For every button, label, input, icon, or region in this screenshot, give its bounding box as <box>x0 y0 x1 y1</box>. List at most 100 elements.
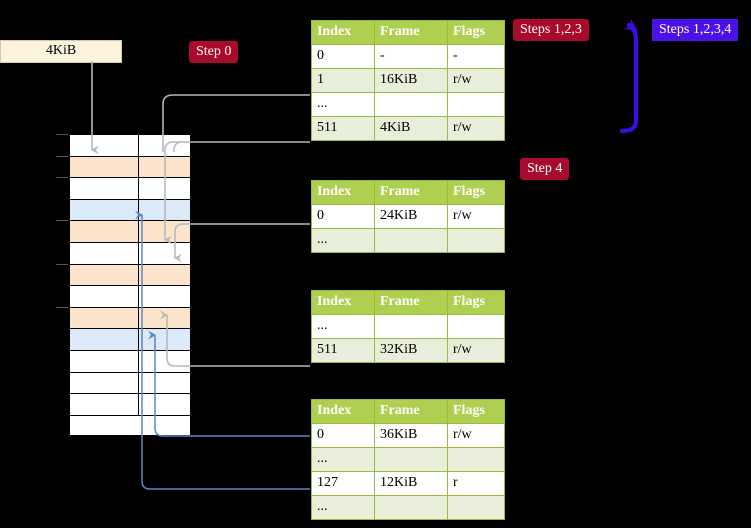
memory-frame-row <box>70 242 190 264</box>
memory-frame-row <box>70 285 190 307</box>
table-row: ... <box>311 92 505 117</box>
memory-frame-row <box>70 328 190 350</box>
cell-flags <box>447 447 505 472</box>
cell-flags: - <box>447 44 505 69</box>
memory-column-divider <box>138 134 139 415</box>
cell-flags: r/w <box>447 423 505 448</box>
memory-frame-row <box>70 371 190 394</box>
wire-t2-0-to-mem <box>174 223 310 263</box>
badge-step0: Step 0 <box>189 41 239 63</box>
badge-steps1234-label: Steps 1,2,3,4 <box>659 22 732 37</box>
memory-frame-row <box>70 198 190 221</box>
cell-flags: r/w <box>447 116 505 141</box>
cell-flags <box>447 92 505 117</box>
table-row: 0-- <box>311 44 505 69</box>
cell-flags: r/w <box>447 68 505 93</box>
memory-frame-row <box>70 263 190 286</box>
cell-index: 1 <box>311 68 375 93</box>
cell-frame <box>374 495 448 520</box>
cell-frame: 4KiB <box>374 116 448 141</box>
memory-frame-row <box>70 155 190 178</box>
cell-frame <box>374 447 448 472</box>
badge-step4: Step 4 <box>520 158 570 180</box>
memory-frame-row <box>70 134 190 156</box>
cell-frame <box>374 314 448 339</box>
col-flags: Flags <box>447 399 505 424</box>
cell-frame: 16KiB <box>374 68 448 93</box>
cell-flags: r <box>447 471 505 496</box>
memory-frame-row <box>70 414 190 437</box>
col-frame: Frame <box>374 399 448 424</box>
table-header-row: Index Frame Flags <box>311 399 505 424</box>
col-flags: Flags <box>447 180 505 205</box>
cell-frame: 12KiB <box>374 471 448 496</box>
cell-index: ... <box>311 314 375 339</box>
cell-index: ... <box>311 228 375 253</box>
memory-tick-mark <box>56 220 68 222</box>
cell-frame: 32KiB <box>374 338 448 363</box>
col-frame: Frame <box>374 180 448 205</box>
frame-4kib-box: 4KiB <box>0 40 122 63</box>
cell-flags: r/w <box>447 338 505 363</box>
memory-frame-row <box>70 393 190 415</box>
col-flags: Flags <box>447 290 505 315</box>
col-flags: Flags <box>447 20 505 45</box>
memory-frame-row <box>70 306 190 329</box>
cell-flags <box>447 314 505 339</box>
cell-frame <box>374 228 448 253</box>
memory-tick-mark <box>56 177 68 179</box>
memory-tick-mark <box>56 155 68 157</box>
table-row: ... <box>311 447 505 472</box>
col-frame: Frame <box>374 20 448 45</box>
cell-index: ... <box>311 495 375 520</box>
badge-steps1234: Steps 1,2,3,4 <box>652 19 739 41</box>
cell-index: 0 <box>311 44 375 69</box>
badge-steps123: Steps 1,2,3 <box>513 19 589 41</box>
cell-index: 0 <box>311 423 375 448</box>
table-header-row: Index Frame Flags <box>311 180 505 205</box>
badge-steps123-label: Steps 1,2,3 <box>520 22 582 37</box>
table-row: ... <box>311 495 505 520</box>
cell-index: 511 <box>311 338 375 363</box>
badge-step0-label: Step 0 <box>196 44 232 59</box>
cell-frame <box>374 92 448 117</box>
cell-frame: - <box>374 44 448 69</box>
cell-flags: r/w <box>447 204 505 229</box>
memory-frame-row <box>70 177 190 199</box>
table-header-row: Index Frame Flags <box>311 290 505 315</box>
cell-index: 511 <box>311 116 375 141</box>
memory-tick-mark <box>56 134 68 135</box>
badge-step4-label: Step 4 <box>527 161 563 176</box>
col-index: Index <box>311 290 375 315</box>
col-frame: Frame <box>374 290 448 315</box>
col-index: Index <box>311 20 375 45</box>
memory-tick-mark <box>56 306 68 308</box>
frame-4kib-label: 4KiB <box>45 43 77 58</box>
table-row: ... <box>311 314 505 339</box>
cell-frame: 24KiB <box>374 204 448 229</box>
cell-flags <box>447 228 505 253</box>
table-row: ... <box>311 228 505 253</box>
memory-tick-mark <box>56 263 68 265</box>
cell-index: 0 <box>311 204 375 229</box>
col-index: Index <box>311 399 375 424</box>
bracket-steps1234 <box>620 18 638 133</box>
cell-frame: 36KiB <box>374 423 448 448</box>
cell-index: 127 <box>311 471 375 496</box>
table-header-row: Index Frame Flags <box>311 20 505 45</box>
